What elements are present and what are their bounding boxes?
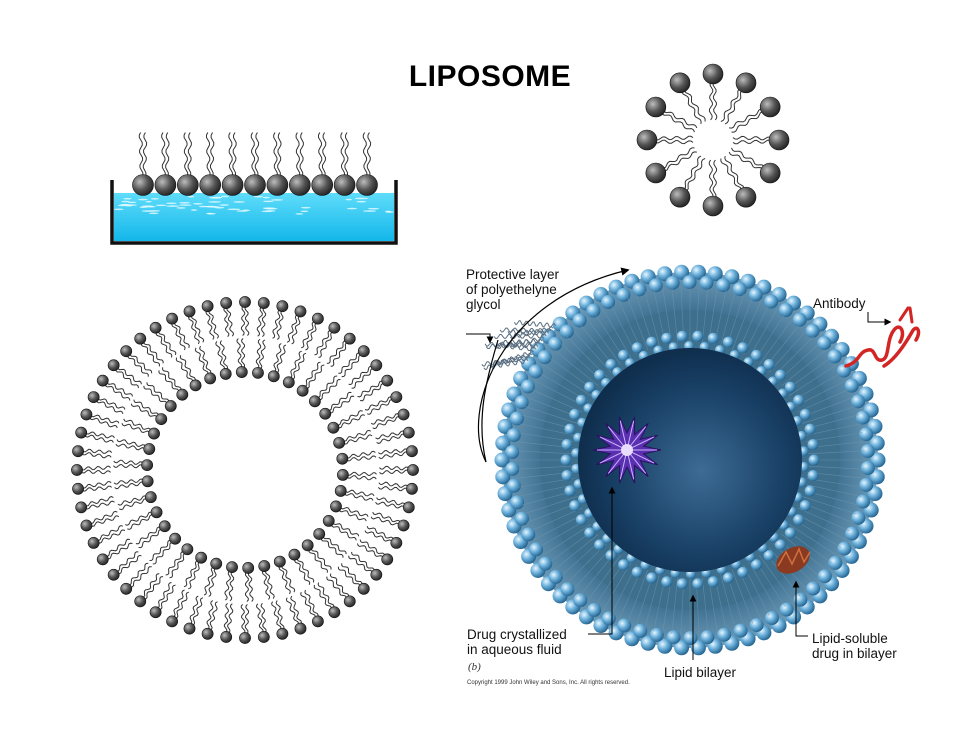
label-drug-aqueous: Drug crystallized in aqueous fluid <box>467 627 567 657</box>
peg-pointer <box>466 334 490 342</box>
bilayer-vesicle-diagram <box>71 296 418 643</box>
copyright-text: Copyright 1999 John Wiley and Sons, Inc.… <box>467 680 630 686</box>
antibody-pointer <box>868 312 890 322</box>
figure-letter: (b) <box>468 661 481 673</box>
label-antibody: Antibody <box>813 296 866 311</box>
label-bilayer: Lipid bilayer <box>664 665 736 680</box>
micelle-diagram <box>637 64 789 216</box>
antibody <box>846 308 919 366</box>
stealth-liposome-diagram <box>466 265 919 660</box>
water-fill <box>114 193 394 241</box>
label-lipid-soluble: Lipid-soluble drug in bilayer <box>812 631 897 661</box>
monolayer-diagram <box>112 133 396 244</box>
label-peg: Protective layer of polyethelyne glycol <box>466 267 559 312</box>
